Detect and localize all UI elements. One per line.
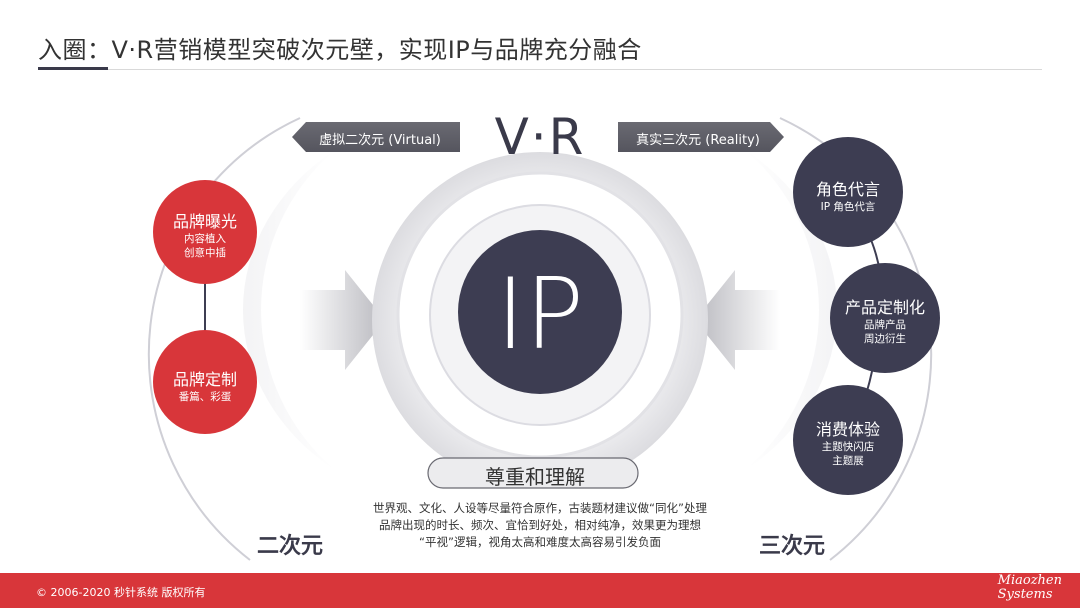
right-arrow [695, 270, 780, 370]
ip-label: IP [496, 258, 584, 372]
brand-line-2: Systems [997, 587, 1053, 602]
left-crescent [242, 150, 335, 470]
brand-custom-circle [153, 330, 257, 434]
product-custom-title: 产品定制化 [844, 298, 925, 317]
reality-banner-label: 真实三次元 (Reality) [636, 133, 760, 148]
brand-exposure-circle [153, 180, 257, 284]
consumer-experience-title: 消费体验 [815, 420, 880, 439]
footer-brand-logo: Miaozhen Systems [998, 574, 1062, 602]
character-endorse-line-1: IP 角色代言 [820, 201, 876, 213]
brand-exposure-line-1: 内容植入 [184, 233, 226, 245]
respect-pill [427, 457, 639, 489]
brand-exposure-text: 品牌曝光 内容植入 创意中插 [153, 208, 257, 260]
title-accent-bar [38, 67, 108, 70]
left-banner-shape [292, 122, 460, 152]
vr-label: V·R [494, 108, 586, 166]
third-dimension-label: 三次元 [758, 534, 825, 559]
brand-custom-line-1: 番篇、彩蛋 [178, 391, 232, 403]
product-custom-line-2: 周边衍生 [864, 333, 906, 345]
respect-line-2: 品牌出现的时长、频次、宜恰到好处，相对纯净，效果更为理想 [379, 518, 701, 532]
consumer-experience-line-1: 主题快闪店 [821, 441, 875, 453]
vr-model-diagram [147, 117, 940, 561]
respect-title: 尊重和理解 [485, 465, 585, 489]
brand-exposure-line-2: 创意中插 [184, 247, 226, 259]
brand-line-1: Miaozhen [997, 573, 1062, 588]
second-dimension-label: 二次元 [256, 534, 323, 559]
brand-exposure-title: 品牌曝光 [172, 212, 237, 231]
product-custom-text: 产品定制化 品牌产品 周边衍生 [830, 294, 940, 346]
brand-custom-text: 品牌定制 番篇、彩蛋 [153, 366, 257, 404]
title-divider [38, 69, 1042, 70]
respect-description: 世界观、文化、人设等尽量符合原作，古装题材建议做“同化”处理 品牌出现的时长、频… [330, 500, 750, 551]
left-connector-arc [147, 117, 301, 561]
footer-bar [0, 573, 1080, 608]
footer-copyright: © 2006-2020 秒针系统 版权所有 [36, 586, 206, 599]
consumer-experience-circle [793, 385, 903, 495]
consumer-experience-text: 消费体验 主题快闪店 主题展 [793, 416, 903, 468]
consumer-experience-line-2: 主题展 [832, 455, 864, 467]
respect-line-1: 世界观、文化、人设等尽量符合原作，古装题材建议做“同化”处理 [373, 501, 707, 515]
page-title: 入圈：V·R营销模型突破次元壁，实现IP与品牌充分融合 [38, 36, 642, 64]
ip-core-circle [458, 230, 622, 394]
brand-custom-title: 品牌定制 [172, 370, 237, 389]
right-banner-shape [618, 122, 784, 152]
respect-line-3: “平视”逻辑，视角太高和难度太高容易引发负面 [419, 535, 661, 549]
left-arrow [300, 270, 385, 370]
product-custom-circle [830, 263, 940, 373]
character-endorse-title: 角色代言 [815, 180, 880, 199]
character-endorse-circle [793, 137, 903, 247]
product-custom-line-1: 品牌产品 [864, 319, 906, 331]
virtual-banner-label: 虚拟二次元 (Virtual) [319, 133, 441, 148]
character-endorse-text: 角色代言 IP 角色代言 [793, 176, 903, 214]
